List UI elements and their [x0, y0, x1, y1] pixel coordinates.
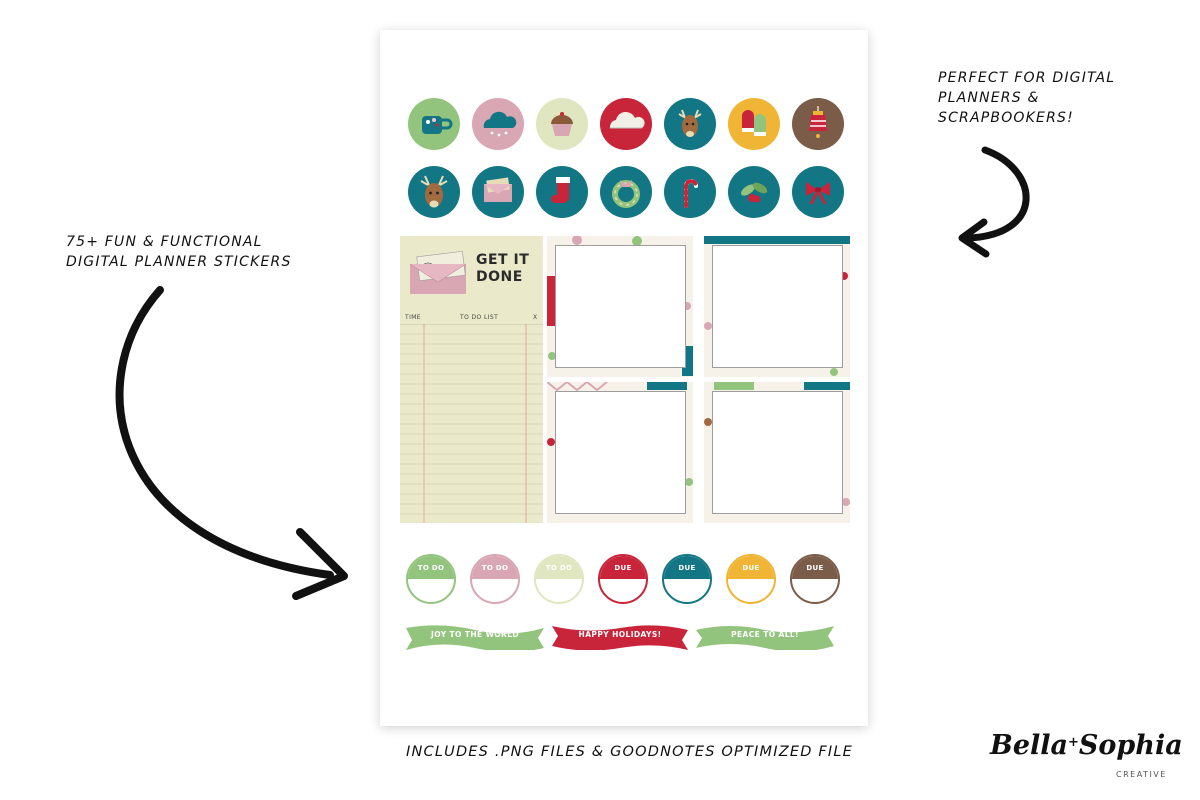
- photo-frame: [547, 236, 693, 377]
- photo-frame-window: [712, 391, 843, 514]
- brand-name-right: Sophia: [1078, 730, 1183, 761]
- envelope-icon: [409, 250, 467, 294]
- tag-sticker-row: TO DO TO DO TO DO DUE DUE DUE DUE: [406, 554, 846, 606]
- callout-includes-files: Includes .png files & GoodNotes optimize…: [406, 744, 854, 760]
- brand-subtitle: CREATIVE: [1116, 770, 1167, 779]
- due-tag-sticker: DUE: [662, 554, 712, 604]
- callout-stickers-count: 75+ fun & functional digital planner sti…: [66, 234, 292, 270]
- candy-cane-icon: [664, 166, 716, 218]
- brand-name-left: Bella: [990, 730, 1069, 761]
- due-tag-sticker: DUE: [598, 554, 648, 604]
- banner-label: PEACE TO ALL!: [731, 629, 799, 639]
- icon-row-top: [408, 98, 848, 150]
- wreath-icon: [600, 166, 652, 218]
- ornament-icon: [792, 98, 844, 150]
- stocking-icon: [536, 166, 588, 218]
- tag-label: DUE: [728, 556, 774, 579]
- banner-sticker: JOY TO THE WORLD: [406, 622, 544, 650]
- todo-col-x: X: [533, 314, 538, 321]
- tag-label: DUE: [600, 556, 646, 579]
- todo-tag-sticker: TO DO: [470, 554, 520, 604]
- bow-icon: [792, 166, 844, 218]
- tag-label: TO DO: [472, 556, 518, 579]
- todo-tag-sticker: TO DO: [406, 554, 456, 604]
- cocoa-mug-icon: [408, 98, 460, 150]
- photo-frame-window: [555, 391, 686, 514]
- photo-frame: [704, 382, 850, 523]
- icon-row-bottom: [408, 166, 848, 218]
- tag-label: TO DO: [536, 556, 582, 579]
- cupcake-icon: [536, 98, 588, 150]
- brand-plus: +: [1068, 735, 1079, 750]
- planner-sheet: GET IT DONE TIME TO DO LIST X: [380, 30, 868, 726]
- tag-label: TO DO: [408, 556, 454, 579]
- reindeer-icon: [664, 98, 716, 150]
- todo-col-time: TIME: [405, 314, 422, 321]
- tag-label: DUE: [664, 556, 710, 579]
- todo-ruled-lines: [400, 324, 543, 523]
- banner-label: HAPPY HOLIDAYS!: [578, 629, 662, 639]
- due-tag-sticker: DUE: [790, 554, 840, 604]
- todo-title: GET IT DONE: [476, 252, 530, 285]
- photo-frame-window: [712, 245, 843, 368]
- due-tag-sticker: DUE: [726, 554, 776, 604]
- callout-digital-planners: Perfect for digital planners & scrapbook…: [938, 70, 1116, 126]
- cloud-icon: [600, 98, 652, 150]
- tag-label: DUE: [792, 556, 838, 579]
- banner-sticker: PEACE TO ALL!: [696, 622, 834, 650]
- todo-col-list: TO DO LIST: [460, 314, 499, 321]
- mittens-icon: [728, 98, 780, 150]
- photo-frame: [704, 236, 850, 377]
- cloud-icon: [472, 98, 524, 150]
- holly-icon: [728, 166, 780, 218]
- brand-logo: Bella+Sophia CREATIVE: [990, 730, 1183, 790]
- todo-list-card: GET IT DONE TIME TO DO LIST X: [400, 236, 543, 523]
- envelope-icon: [472, 166, 524, 218]
- photo-frame: [547, 382, 693, 523]
- reindeer-icon: [408, 166, 460, 218]
- photo-frame-window: [555, 245, 686, 368]
- banner-label: JOY TO THE WORLD: [431, 629, 519, 639]
- todo-tag-sticker: TO DO: [534, 554, 584, 604]
- banner-sticker: HAPPY HOLIDAYS!: [552, 622, 688, 650]
